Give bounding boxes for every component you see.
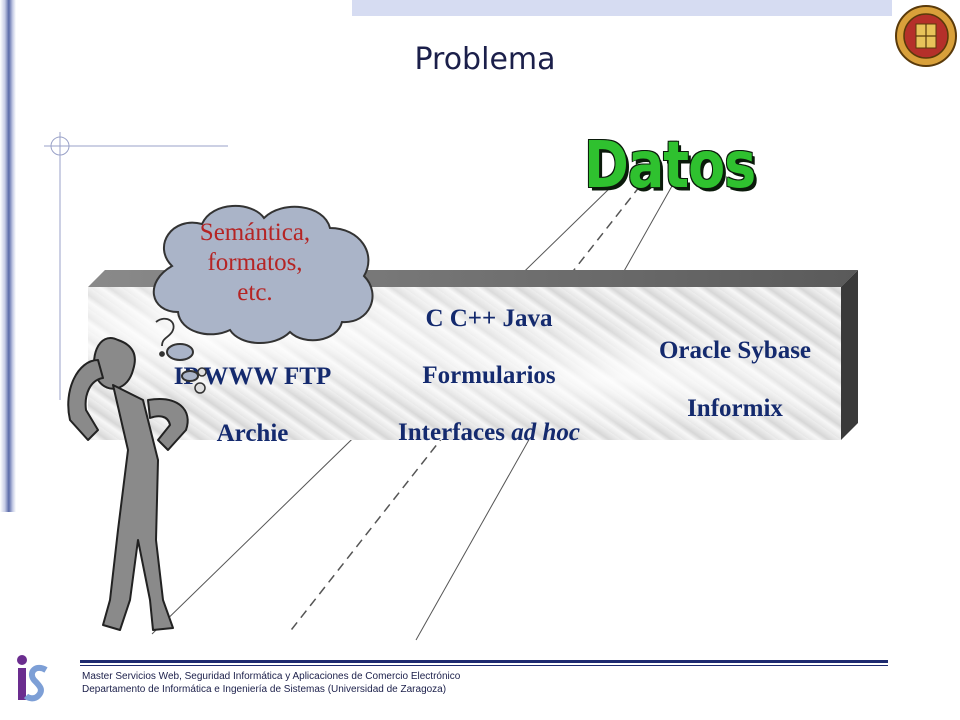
- slide-title: Problema: [414, 42, 556, 77]
- languages-line-2: Formularios: [422, 362, 556, 389]
- thinking-figure-icon: [67, 317, 207, 631]
- thought-bubble-text: Semántica, formatos, etc.: [150, 218, 360, 308]
- bubble-line-3: etc.: [237, 279, 273, 306]
- ad-hoc-text: ad hoc: [511, 419, 580, 446]
- languages-column: C C++ Java Formularios Interfaces ad hoc: [364, 290, 614, 461]
- protocols-column: IP WWW FTP Archie: [150, 348, 355, 462]
- footer-line-2: Departamento de Informática e Ingeniería…: [82, 684, 447, 695]
- languages-line-1: C C++ Java: [425, 305, 553, 332]
- bubble-line-1: Semántica,: [199, 219, 311, 246]
- footer-rule-thin: [80, 665, 888, 666]
- left-accent-rail: [0, 0, 16, 512]
- footer-rule: [80, 660, 888, 663]
- bubble-line-2: formatos,: [207, 249, 303, 276]
- protocols-line-2: Archie: [216, 420, 289, 447]
- datos-heading: Datos: [584, 128, 756, 203]
- is-logo-icon: [17, 655, 48, 702]
- cloud-bubble-icon: [152, 205, 374, 382]
- marble-slab-side: [841, 270, 858, 440]
- top-accent-band: [352, 0, 892, 16]
- footer-line-1: Master Servicios Web, Seguridad Informát…: [82, 671, 461, 682]
- interfaces-text: Interfaces: [398, 419, 512, 446]
- languages-line-3: Interfaces ad hoc: [364, 404, 614, 461]
- databases-line-1: Oracle Sybase: [658, 337, 812, 364]
- databases-line-2: Informix: [687, 395, 783, 422]
- databases-column: Oracle Sybase Informix: [630, 322, 840, 438]
- university-seal-icon: [895, 5, 957, 67]
